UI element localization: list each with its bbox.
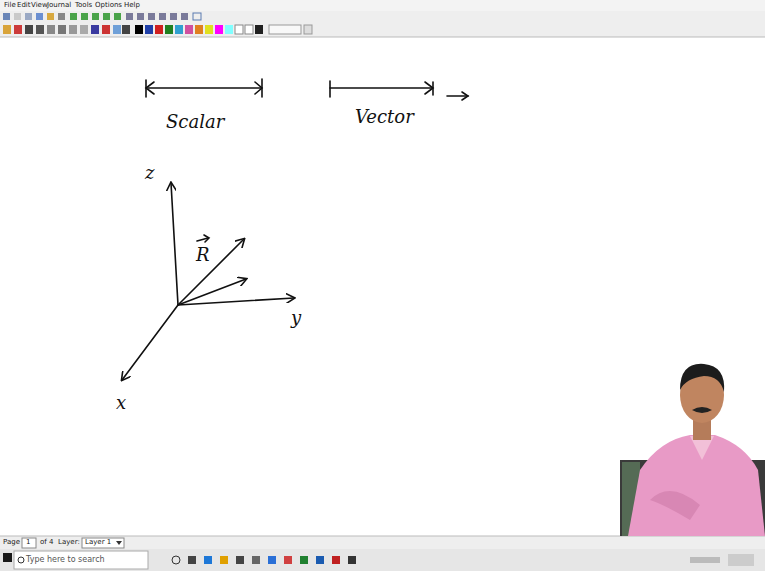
status-text: Layer: xyxy=(58,539,80,546)
page-number: 1 xyxy=(26,539,30,546)
axis-label: z xyxy=(145,164,154,182)
vector-label: R xyxy=(196,246,210,264)
menu-item: Options xyxy=(95,2,122,9)
handwritten-label: Vector xyxy=(355,108,414,126)
menu-item: File xyxy=(4,2,16,9)
status-text: of 4 xyxy=(40,539,53,546)
layer-name: Layer 1 xyxy=(85,539,111,546)
menu-item: View xyxy=(31,2,48,9)
handwritten-label: Scalar xyxy=(166,113,224,131)
search-placeholder: Type here to search xyxy=(26,556,105,564)
status-text: Page xyxy=(3,539,20,546)
menu-item: Journal xyxy=(47,2,71,9)
axis-label: x xyxy=(116,394,126,412)
menu-item: Help xyxy=(124,2,140,9)
axis-label: y xyxy=(291,309,301,327)
menu-item: Edit xyxy=(17,2,31,9)
menu-item: Tools xyxy=(75,2,92,9)
